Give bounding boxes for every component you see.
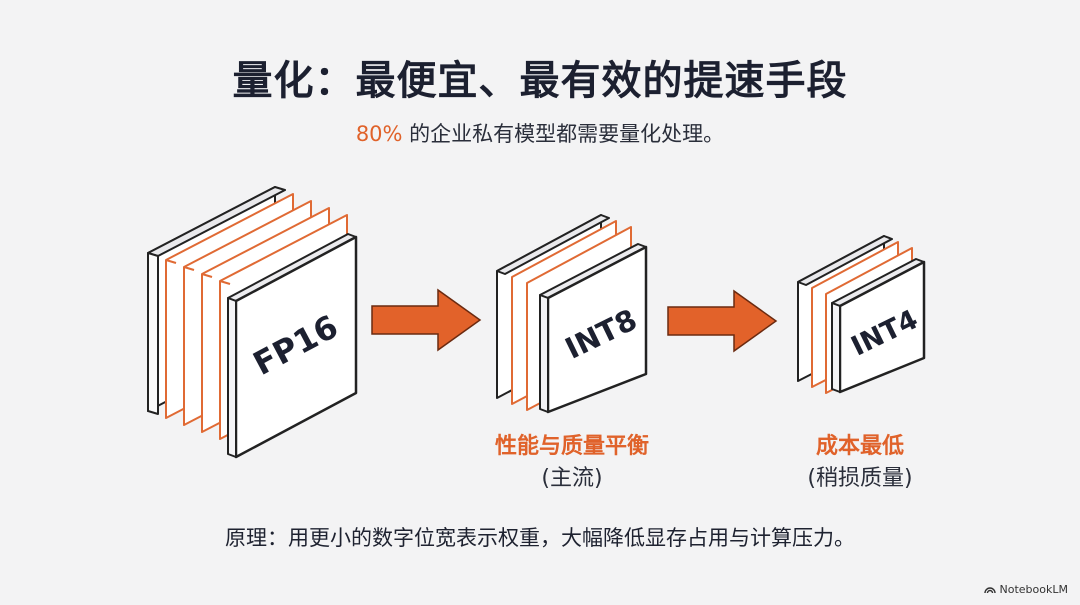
page-title: 量化：最便宜、最有效的提速手段 [232, 58, 848, 104]
principle-text: 原理：用更小的数字位宽表示权重，大幅降低显存占用与计算压力。 [225, 526, 855, 550]
int8-note: (主流) [541, 466, 602, 491]
int8-stack: INT8 [496, 214, 648, 414]
int8-caption: 性能与质量平衡 [495, 433, 649, 459]
arrow-right-icon [667, 289, 778, 353]
subtitle-percent: 80% [355, 122, 403, 146]
int4-caption: 成本最低 [816, 434, 904, 459]
brand-watermark: NotebookLM [983, 583, 1068, 596]
int8-front-face [539, 243, 648, 414]
subtitle-text: 的企业私有模型都需要量化处理。 [402, 122, 725, 146]
int4-note: (稍损质量) [807, 466, 912, 491]
arrow-right-icon [371, 288, 482, 352]
int4-stack: INT4 [797, 235, 926, 394]
notebooklm-logo-icon [983, 587, 996, 594]
fp16-front-face [227, 233, 358, 459]
brand-name: NotebookLM [999, 583, 1068, 596]
int4-front-face [831, 258, 926, 394]
subtitle: 80% 的企业私有模型都需要量化处理。 [0, 118, 1080, 148]
fp16-stack: FP16 [147, 186, 358, 459]
